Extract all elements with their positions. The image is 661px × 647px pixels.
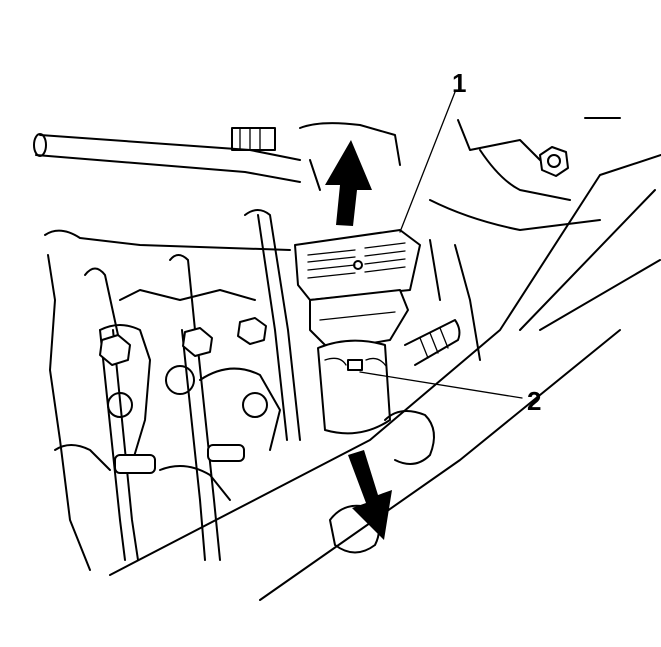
callout-leaders xyxy=(359,91,523,399)
connector-lock xyxy=(294,229,421,301)
engine-block xyxy=(44,229,291,571)
callout-1: 1 xyxy=(452,68,466,98)
connector-body xyxy=(309,289,409,351)
leader-1 xyxy=(399,91,456,233)
nut xyxy=(539,146,569,177)
upper-bracket xyxy=(231,122,401,191)
hose-fittings xyxy=(99,317,267,474)
corrugated-hose xyxy=(404,319,461,366)
vertical-lines xyxy=(84,209,301,561)
engine-upper-right xyxy=(429,117,621,231)
leader-2 xyxy=(359,371,523,399)
connector-assembly xyxy=(294,229,421,435)
panel-edges xyxy=(109,154,661,601)
pull-up-arrow xyxy=(325,140,372,226)
connector-plug xyxy=(317,339,391,435)
pull-down-arrow xyxy=(348,450,392,540)
callout-2: 2 xyxy=(527,386,541,416)
